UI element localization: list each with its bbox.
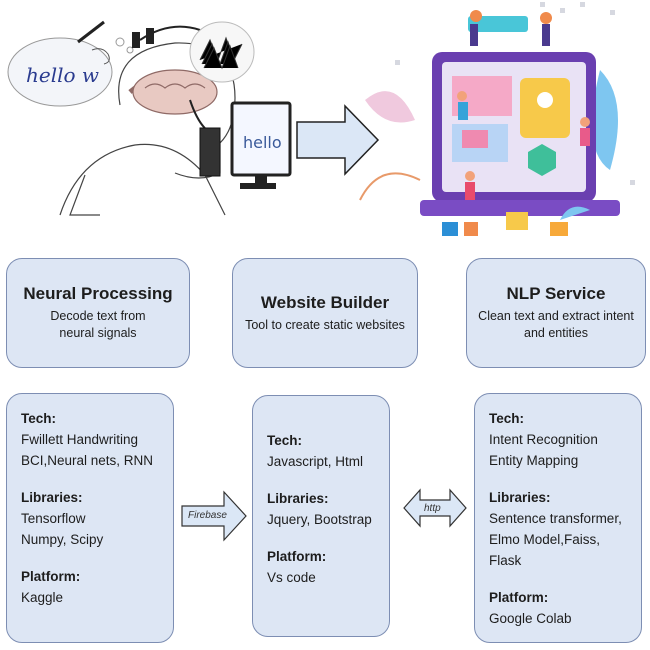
detail-box-nlp-service: Tech: Intent Recognition Entity Mapping … <box>474 393 642 643</box>
platform-label: Platform: <box>21 569 81 584</box>
library-item: Numpy, Scipy <box>21 532 104 547</box>
platform-label: Platform: <box>489 590 549 605</box>
firebase-arrow <box>181 490 247 542</box>
tech-label: Tech: <box>267 433 303 448</box>
tech-item: Entity Mapping <box>489 453 579 468</box>
platform-label: Platform: <box>267 549 327 564</box>
handwriting-bubble: hello w <box>7 20 134 107</box>
amplifier-box <box>199 127 221 177</box>
tech-item: Javascript, Html <box>267 454 364 469</box>
firebase-label: Firebase <box>188 510 227 521</box>
library-item: Sentence transformer, <box>489 511 622 526</box>
tech-item: BCI,Neural nets, RNN <box>21 453 154 468</box>
monitor: hello <box>230 101 292 189</box>
header-title: Website Builder <box>260 292 390 312</box>
detail-box-neural-processing: Tech: Fwillett Handwriting BCI,Neural ne… <box>6 393 174 643</box>
header-title: NLP Service <box>506 284 606 303</box>
library-item: Jquery, Bootstrap <box>267 512 372 527</box>
http-label: http <box>424 503 441 514</box>
handwriting-text: hello w <box>26 63 99 87</box>
header-subtitle-line: and entities <box>524 326 588 340</box>
tech-item: Intent Recognition <box>489 432 598 447</box>
tech-label: Tech: <box>489 411 525 426</box>
decor-dots <box>395 2 635 185</box>
platform-item: Kaggle <box>21 590 64 605</box>
library-item: Elmo Model,Faiss, Flask <box>489 532 601 568</box>
detail-box-website-builder: Tech: Javascript, Html Libraries: Jquery… <box>252 395 390 637</box>
header-website-builder: Website Builder Tool to create static we… <box>232 258 418 368</box>
library-item: Tensorflow <box>21 511 86 526</box>
header-subtitle-line: Clean text and extract intent <box>478 309 634 323</box>
top-illustration: hello w hello <box>7 2 635 236</box>
platform-item: Google Colab <box>489 611 572 626</box>
signal-bubble <box>189 21 255 83</box>
libraries-label: Libraries: <box>21 490 83 505</box>
http-arrow <box>403 488 467 528</box>
header-subtitle-line: neural signals <box>59 326 137 340</box>
tech-label: Tech: <box>21 411 57 426</box>
flow-arrow <box>296 104 380 176</box>
header-subtitle-line: Tool to create static websites <box>245 317 405 332</box>
monitor-text: hello <box>243 133 282 152</box>
header-subtitle-line: Decode text from <box>50 309 146 323</box>
tech-item: Fwillett Handwriting <box>21 432 139 447</box>
libraries-label: Libraries: <box>489 490 551 505</box>
platform-item: Vs code <box>267 570 316 585</box>
libraries-label: Libraries: <box>267 491 329 506</box>
header-title: Neural Processing <box>23 284 173 303</box>
header-neural-processing: Neural Processing Decode text from neura… <box>6 258 190 368</box>
web-builder-illustration <box>359 10 620 236</box>
header-nlp-service: NLP Service Clean text and extract inten… <box>466 258 646 368</box>
